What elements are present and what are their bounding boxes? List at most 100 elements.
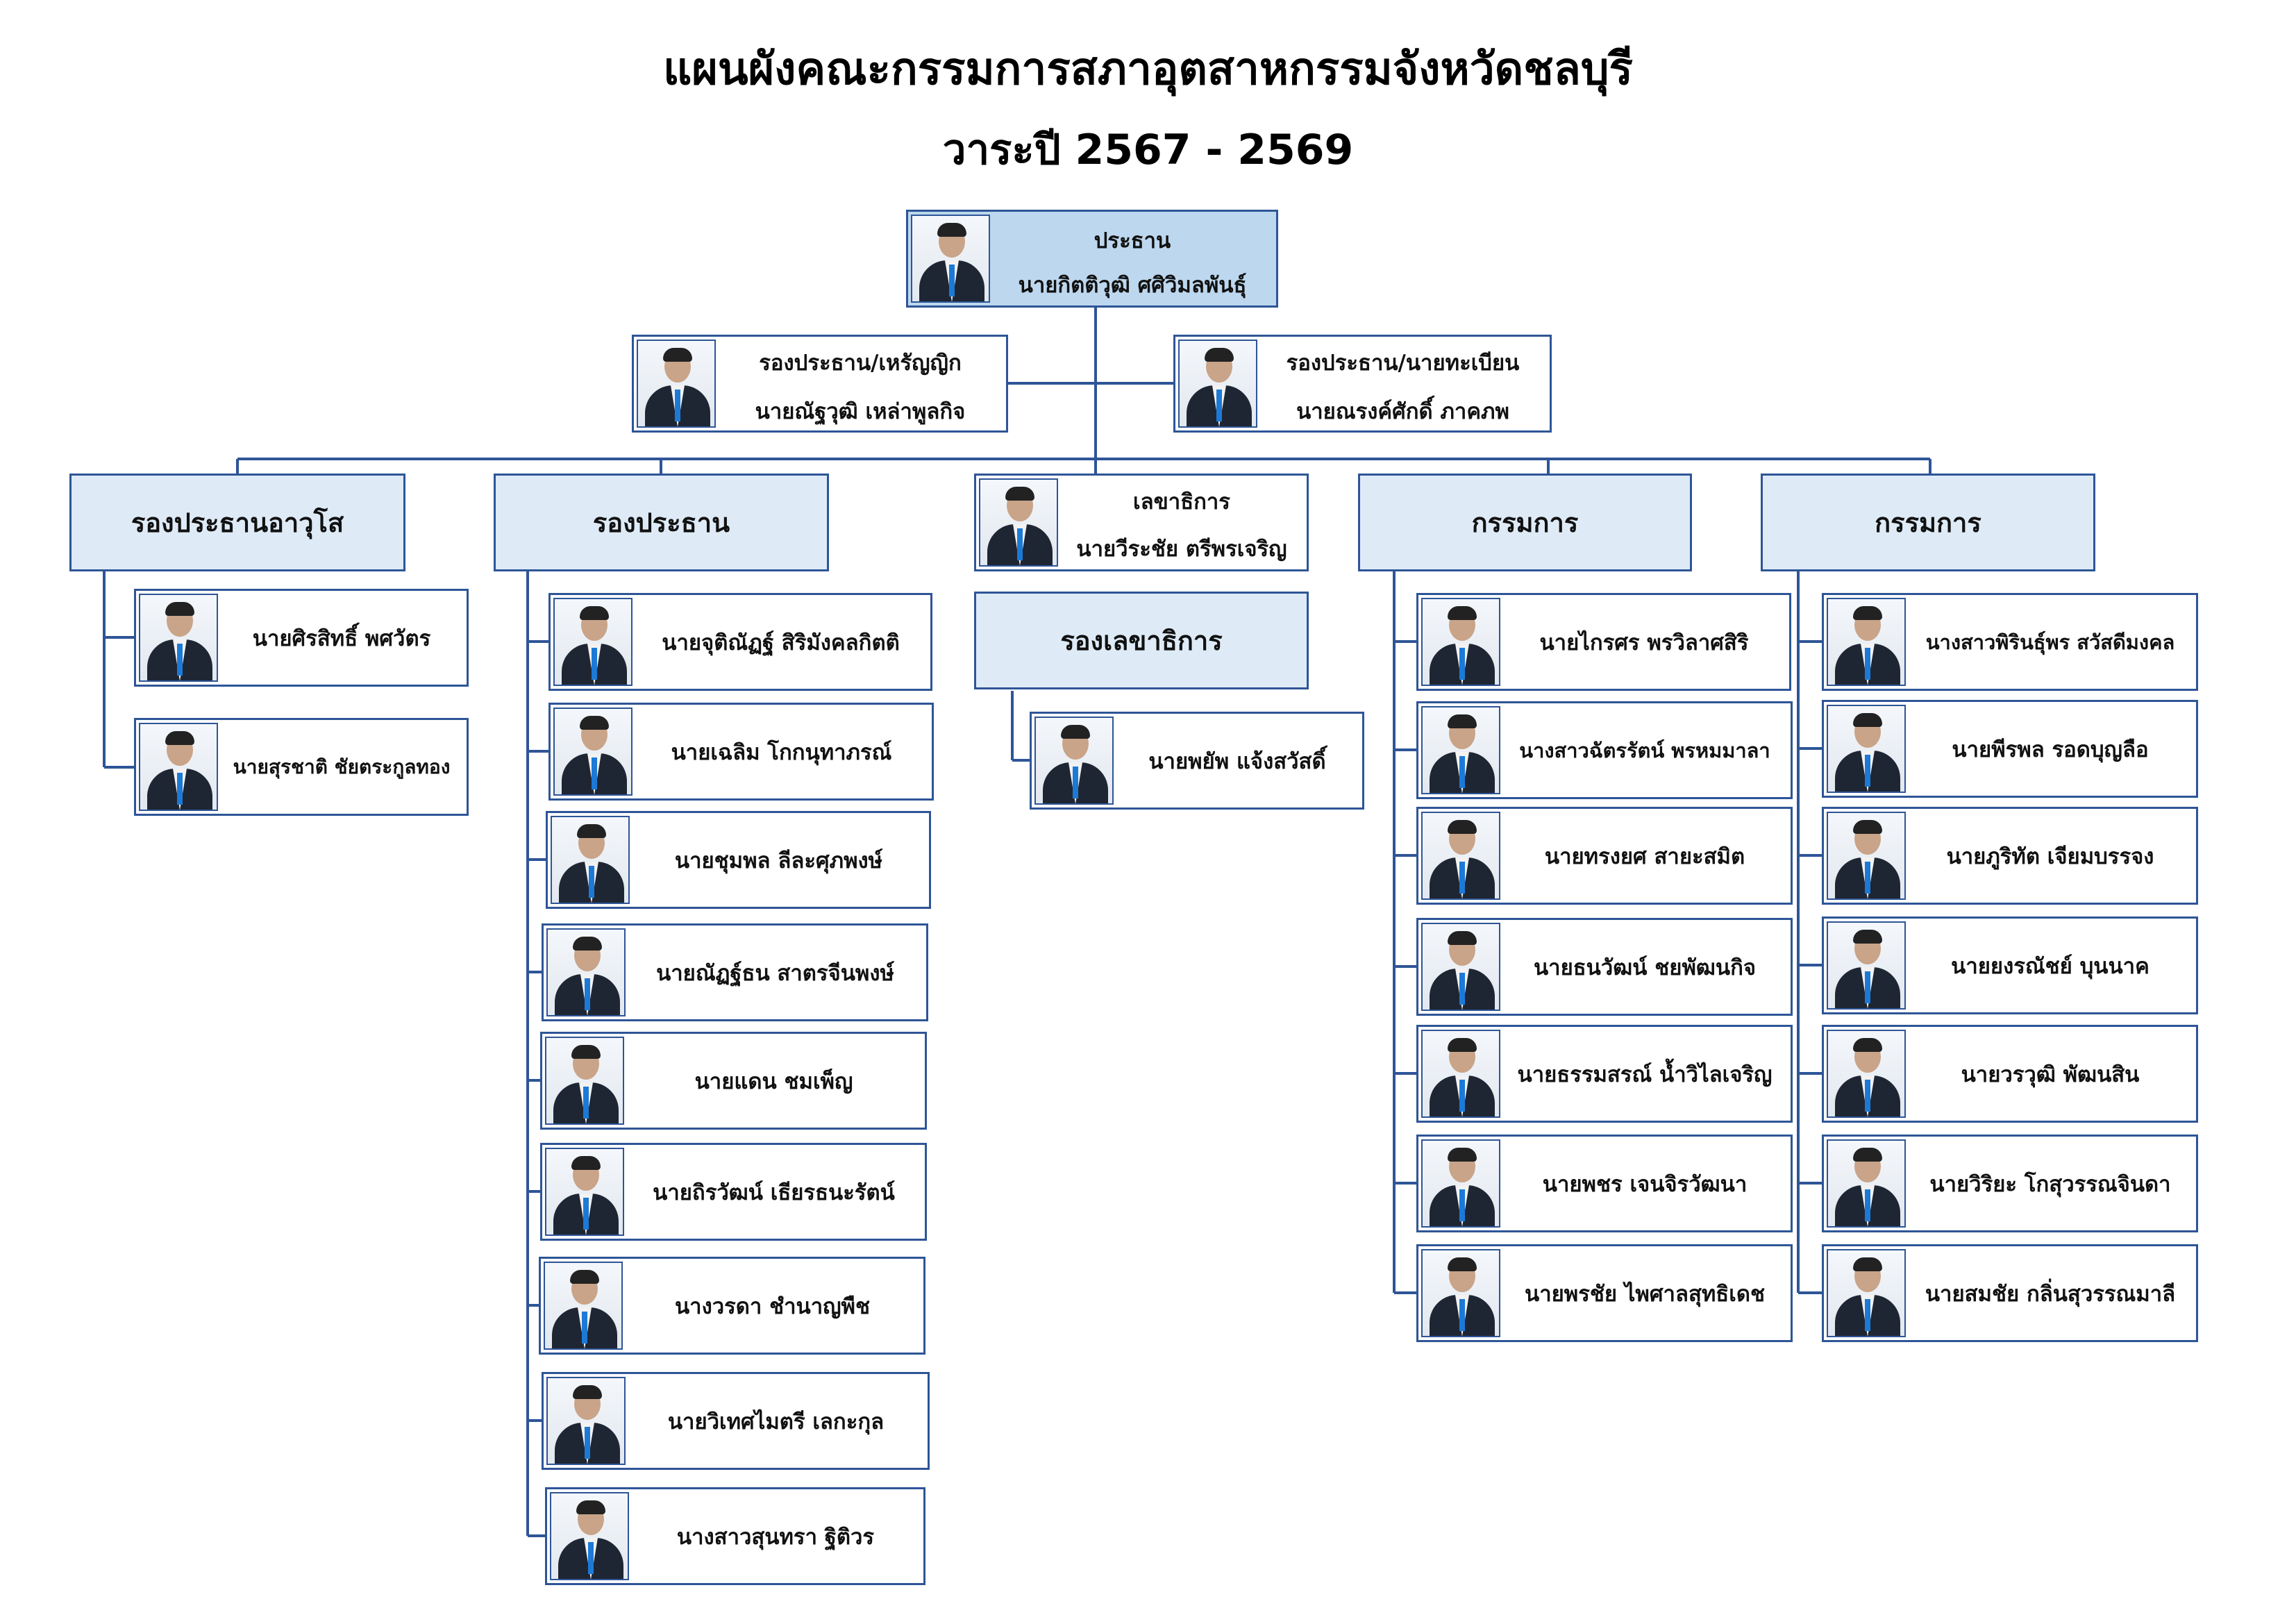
vice-registrar-box: รองประธาน/นายทะเบียน นายณรงค์ศักดิ์ ภาคภ…	[1173, 335, 1552, 433]
portrait-photo	[553, 708, 632, 796]
member-name: นางสาวสุนทรา ฐิติวร	[676, 1524, 875, 1550]
secretary-position: เลขาธิการ	[1133, 489, 1230, 514]
chart-subtitle: วาระปี 2567 - 2569	[942, 126, 1354, 174]
member-name: นายธนวัฒน์ ชยพัฒนกิจ	[1533, 955, 1757, 980]
portrait-photo	[1421, 812, 1500, 900]
portrait-photo	[979, 478, 1058, 567]
member-name: นายสมชัย กลิ่นสุวรรณมาลี	[1925, 1281, 2176, 1307]
member-name: นายถิรวัฒน์ เธียรธนะรัตน์	[653, 1180, 895, 1205]
portrait-photo	[1421, 1139, 1500, 1228]
committee-member-card: นายทรงยศ สายะสมิต	[1416, 807, 1793, 905]
committee-member-card: นางสาวฉัตรรัตน์ พรหมมาลา	[1416, 701, 1793, 799]
member-name: นางสาวฉัตรรัตน์ พรหมมาลา	[1519, 738, 1770, 762]
vice-presidents-header: รองประธาน	[494, 474, 829, 571]
portrait-photo	[553, 598, 632, 686]
deputy-secretary-member-card: นายพยัพ แจ้งสวัสดิ์	[1030, 712, 1364, 810]
committee-member-card: นายไกรศร พรวิลาศสิริ	[1416, 593, 1791, 691]
portrait-photo	[1421, 598, 1500, 686]
vice-president-member-card: นายถิรวัฒน์ เธียรธนะรัตน์	[540, 1143, 927, 1241]
committee-member-card: นายวิริยะ โกสุวรรณจินดา	[1822, 1135, 2198, 1232]
member-name: นายณัฏฐ์ธน สาตรจีนพงษ์	[656, 960, 894, 986]
member-name: นายยงรณัชย์ บุนนาค	[1951, 953, 2150, 979]
portrait-photo	[911, 215, 990, 303]
committee-member-card: นายวรวุฒิ พัฒนสิน	[1822, 1025, 2198, 1123]
member-name: นายเฉลิม โกกนุทาภรณ์	[671, 739, 892, 765]
vice-president-member-card: นายวิเทศไมตรี เลกะกุล	[542, 1372, 930, 1470]
member-name: นายจุติณัฏฐ์ สิริมังคลกิตติ	[662, 630, 900, 655]
portrait-photo	[139, 723, 218, 811]
portrait-photo	[1178, 340, 1257, 428]
portrait-photo	[546, 928, 626, 1016]
member-name: นายวิเทศไมตรี เลกะกุล	[667, 1409, 885, 1434]
portrait-photo	[637, 340, 716, 428]
vice-president-member-card: นายณัฏฐ์ธน สาตรจีนพงษ์	[542, 923, 928, 1021]
portrait-photo	[544, 1262, 623, 1350]
committee-1-header: กรรมการ	[1358, 474, 1692, 571]
portrait-photo	[1421, 1030, 1500, 1118]
vice-registrar-name: นายณรงค์ศักดิ์ ภาคภพ	[1296, 399, 1509, 424]
member-name: นายวรวุฒิ พัฒนสิน	[1961, 1062, 2140, 1087]
vice-president-member-card: นายจุติณัฏฐ์ สิริมังคลกิตติ	[548, 593, 932, 691]
portrait-photo	[1827, 705, 1906, 793]
president-box: ประธาน นายกิตติวุฒิ ศศิวิมลพันธุ์	[906, 210, 1278, 308]
vice-treasurer-position: รองประธาน/เหรัญญิก	[759, 351, 962, 376]
committee-member-card: นายพีรพล รอดบุญลือ	[1822, 700, 2198, 798]
committee-member-card: นายพรชัย ไพศาลสุทธิเดช	[1416, 1244, 1793, 1342]
vice-treasurer-name: นายณัฐวุฒิ เหล่าพูลกิจ	[755, 399, 966, 424]
secretary-name: นายวีระชัย ตรีพรเจริญ	[1076, 537, 1287, 562]
portrait-photo	[1034, 717, 1114, 805]
member-name: นายชุมพล ลีละศุภพงษ์	[674, 848, 883, 873]
committee-2-header: กรรมการ	[1761, 474, 2095, 571]
portrait-photo	[1827, 1030, 1906, 1118]
senior-vice-member-card: นายสุรชาติ ชัยตระกูลทอง	[134, 718, 469, 816]
vice-registrar-position: รองประธาน/นายทะเบียน	[1286, 351, 1520, 376]
vice-president-member-card: นางสาวสุนทรา ฐิติวร	[545, 1487, 925, 1585]
vice-president-member-card: นายชุมพล ลีละศุภพงษ์	[546, 811, 931, 909]
committee-member-card: นายพชร เจนจิรวัฒนา	[1416, 1135, 1793, 1232]
committee-member-card: นางสาวพิรินธุ์พร สวัสดีมงคล	[1822, 593, 2198, 691]
portrait-photo	[1421, 1249, 1500, 1337]
portrait-photo	[551, 816, 630, 904]
member-name: นายพีรพล รอดบุญลือ	[1952, 737, 2149, 762]
member-name: นายไกรศร พรวิลาศสิริ	[1539, 630, 1749, 655]
portrait-photo	[139, 594, 218, 682]
member-name: นายพชร เจนจิรวัฒนา	[1542, 1171, 1748, 1197]
portrait-photo	[1827, 1139, 1906, 1228]
member-name: นายพยัพ แจ้งสวัสดิ์	[1148, 748, 1326, 774]
president-name: นายกิตติวุฒิ ศศิวิมลพันธุ์	[1018, 273, 1247, 298]
senior-vice-member-card: นายศิรสิทธิ์ พศวัตร	[134, 589, 469, 687]
secretary-box: เลขาธิการ นายวีระชัย ตรีพรเจริญ	[974, 474, 1309, 571]
senior-vice-header: รองประธานอาวุโส	[69, 474, 405, 571]
president-position: ประธาน	[1093, 228, 1171, 253]
member-name: นายพรชัย ไพศาลสุทธิเดช	[1525, 1281, 1765, 1307]
vice-treasurer-box: รองประธาน/เหรัญญิก นายณัฐวุฒิ เหล่าพูลกิ…	[632, 335, 1008, 433]
deputy-secretary-header: รองเลขาธิการ	[974, 592, 1309, 689]
member-name: นายทรงยศ สายะสมิต	[1544, 844, 1745, 869]
member-name: นายแดน ชมเพ็ญ	[694, 1069, 853, 1094]
member-name: นายธรรมสรณ์ น้ำวิไลเจริญ	[1517, 1062, 1773, 1087]
portrait-photo	[1421, 706, 1500, 794]
portrait-photo	[550, 1492, 629, 1580]
member-name: นายศิรสิทธิ์ พศวัตร	[252, 626, 431, 651]
committee-member-card: นายธนวัฒน์ ชยพัฒนกิจ	[1416, 918, 1793, 1016]
member-name: นางสาวพิรินธุ์พร สวัสดีมงคล	[1925, 630, 2175, 654]
vice-president-member-card: นางวรดา ชำนาญพืช	[539, 1257, 925, 1355]
member-name: นายสุรชาติ ชัยตระกูลทอง	[233, 755, 451, 778]
member-name: นางวรดา ชำนาญพืช	[674, 1294, 871, 1319]
portrait-photo	[546, 1377, 626, 1465]
member-name: นายภูริทัต เจียมบรรจง	[1946, 844, 2154, 869]
portrait-photo	[1827, 921, 1906, 1010]
committee-member-card: นายสมชัย กลิ่นสุวรรณมาลี	[1822, 1244, 2198, 1342]
member-name: นายวิริยะ โกสุวรรณจินดา	[1929, 1171, 2171, 1197]
committee-member-card: นายภูริทัต เจียมบรรจง	[1822, 807, 2198, 905]
vice-president-member-card: นายแดน ชมเพ็ญ	[540, 1032, 927, 1130]
committee-member-card: นายธรรมสรณ์ น้ำวิไลเจริญ	[1416, 1025, 1793, 1123]
portrait-photo	[1421, 923, 1500, 1011]
committee-member-card: นายยงรณัชย์ บุนนาค	[1822, 916, 2198, 1014]
portrait-photo	[545, 1037, 624, 1125]
portrait-photo	[545, 1148, 624, 1236]
chart-title: แผนผังคณะกรรมการสภาอุตสาหกรรมจังหวัดชลบุ…	[663, 44, 1633, 95]
portrait-photo	[1827, 1249, 1906, 1337]
portrait-photo	[1827, 598, 1906, 686]
